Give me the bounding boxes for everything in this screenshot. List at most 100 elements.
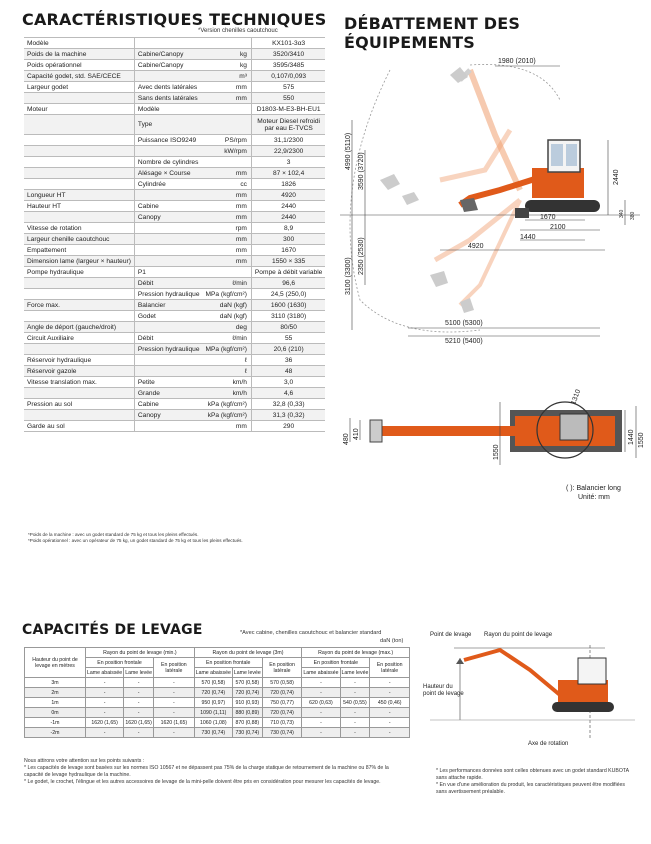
lift-table: Hauteur du point de levage en mètres Ray…: [24, 647, 410, 738]
lift-height-cell: -2m: [24, 727, 86, 738]
dim-blade-down: 380: [630, 211, 636, 220]
spec-value: 575: [250, 81, 326, 93]
spec-label: Capacité godet, std. SAE/CECE: [24, 70, 135, 82]
lift-value-cell: -: [301, 677, 341, 688]
foot-improvement: * En vue d'une amélioration du produit, …: [436, 782, 626, 795]
spec-sublabel: [133, 70, 203, 82]
lift-value-cell: 1060 (1,08): [193, 717, 233, 728]
spec-label: Pression au sol: [24, 398, 135, 410]
dim-reach-top: 1980 (2010): [498, 58, 536, 65]
spec-label: Largeur chenille caoutchouc: [24, 233, 135, 245]
lift-value-cell: -: [153, 727, 195, 738]
spec-unit: [202, 266, 252, 278]
lift-height-cell: 0m: [24, 707, 86, 718]
lift-row-header: Hauteur du point de levage en mètres: [24, 647, 86, 678]
spec-unit: [202, 103, 252, 115]
spec-label: Hauteur HT: [24, 200, 135, 212]
lift-lateral-min: En position latérale: [153, 657, 195, 678]
spec-sublabel: Avec dents latérales: [133, 81, 203, 93]
lift-value-cell: -: [84, 687, 125, 698]
spec-unit: mm: [202, 200, 252, 212]
lift-value-cell: -: [369, 727, 410, 738]
spec-label: Réservoir hydraulique: [24, 354, 135, 366]
spec-value: KX101-3α3: [250, 37, 326, 49]
dim-h2: 3590 (3720): [358, 152, 365, 190]
spec-sublabel: Canopy: [133, 409, 203, 421]
spec-label: [24, 288, 135, 300]
lift-value-cell: 1090 (1,11): [193, 707, 233, 718]
spec-unit: mm: [202, 244, 252, 256]
spec-unit: mm: [202, 420, 252, 432]
spec-sublabel: Balancier: [133, 299, 203, 311]
spec-value: 87 × 102,4: [250, 167, 326, 179]
spec-sublabel: Canopy: [133, 211, 203, 223]
lift-front-max: En position frontale: [301, 657, 371, 668]
spec-sublabel: [133, 321, 203, 333]
spec-label: Vitesse de rotation: [24, 222, 135, 234]
spec-sublabel: Cabine/Canopy: [133, 59, 203, 71]
spec-unit: MPa (kgf/cm²): [202, 343, 252, 355]
ghost-bucket-icon: [430, 271, 448, 287]
lift-value-cell: -: [84, 677, 125, 688]
lift-lateral-3m: En position latérale: [261, 657, 303, 678]
spec-sublabel: P1: [133, 266, 203, 278]
lift-row: -2m---730 (0,74)730 (0,74)730 (0,74)---: [24, 727, 410, 738]
spec-unit: daN (kgf): [202, 310, 252, 322]
spec-value: 31,3 (0,32): [250, 409, 326, 421]
ghost-bucket-icon: [460, 298, 474, 313]
lift-lateral-max: En position latérale: [369, 657, 410, 678]
lift-value-cell: 910 (0,93): [231, 697, 263, 708]
spec-unit: [202, 37, 252, 49]
foot-iso: * Les capacités de levage sont basées su…: [24, 765, 389, 778]
spec-unit: km/h: [202, 376, 252, 388]
spec-sublabel: Godet: [133, 310, 203, 322]
spec-label: [24, 387, 135, 399]
lift-value-cell: 720 (0,74): [261, 707, 303, 718]
spec-sublabel: Alésage × Course: [133, 167, 203, 179]
foot-accessories: * Le godet, le crochet, l'élingue et les…: [24, 779, 381, 785]
spec-value: Pompe à débit variable: [250, 266, 326, 278]
lift-group-3m: Rayon du point de levage (3m): [193, 647, 303, 658]
spec-sublabel: Débit: [133, 332, 203, 344]
spec-label: Dimension lame (largeur × hauteur): [24, 255, 135, 267]
spec-value: 2440: [250, 211, 326, 223]
spec-value: 3: [250, 156, 326, 168]
spec-sublabel: [133, 244, 203, 256]
dim-top-1440: 1440: [628, 429, 635, 445]
spec-sublabel: Type: [133, 114, 203, 135]
spec-label: [24, 167, 135, 179]
spec-value: 1550 × 335: [250, 255, 326, 267]
spec-label: Moteur: [24, 103, 135, 115]
dim-top-1550b: 1550: [638, 432, 645, 448]
dim-top-480: 480: [343, 433, 350, 445]
lift-value-cell: -: [339, 677, 371, 688]
lift-axis-label: Axe de rotation: [528, 741, 569, 747]
spec-label: [24, 310, 135, 322]
lift-group-max: Rayon du point de levage (max.): [301, 647, 410, 658]
lift-value-cell: 450 (0,46): [369, 697, 410, 708]
spec-unit: mm: [202, 211, 252, 223]
lift-value-cell: -: [339, 717, 371, 728]
spec-sublabel: [133, 255, 203, 267]
excavator-side-view: [458, 139, 600, 218]
spec-value: 80/50: [250, 321, 326, 333]
dims-title: DÉBATTEMENT DES ÉQUIPEMENTS: [344, 14, 521, 52]
spec-label: Angle de déport (gauche/droit): [24, 321, 135, 333]
spec-unit: daN (kgf): [202, 299, 252, 311]
lift-value-cell: -: [301, 727, 341, 738]
